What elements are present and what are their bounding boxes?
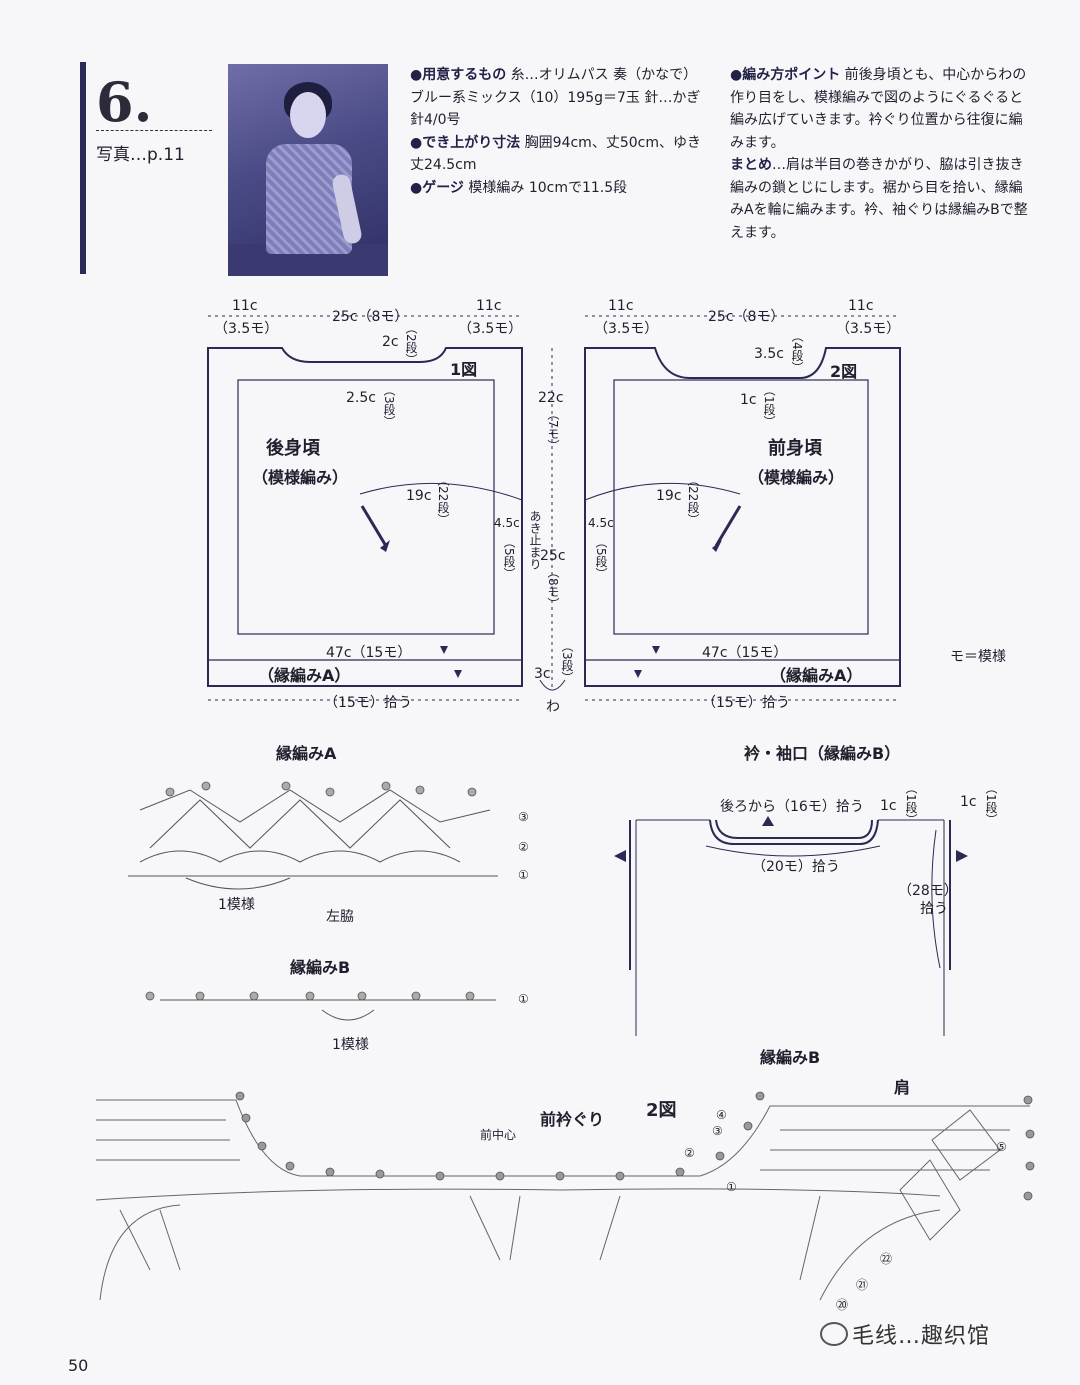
front-side-rows: （5段） bbox=[594, 536, 608, 580]
front-side: 4.5c bbox=[588, 516, 614, 530]
chart-fig: 2図 bbox=[646, 1100, 677, 1121]
front-edging: （縁編みA） bbox=[770, 666, 863, 685]
back-neck-a: 2c bbox=[382, 334, 399, 350]
front-center-rows: （22段） bbox=[686, 474, 700, 526]
front-neck-a-rows: （4段） bbox=[790, 330, 804, 374]
back-side: 4.5c bbox=[494, 516, 520, 530]
chart-neck: 前衿ぐり bbox=[540, 1110, 605, 1129]
sleeve-rows-sub: （1段） bbox=[984, 782, 998, 826]
points-block: ●編み方ポイント 前後身頃とも、中心からわの作り目をし、模様編みで図のようにぐる… bbox=[730, 64, 1030, 244]
chart-row-1: ① bbox=[726, 1180, 737, 1194]
front-bottom: 47c（15モ） bbox=[702, 645, 788, 661]
back-fig-label: 1図 bbox=[450, 360, 478, 379]
mid-edge-rows: （3段） bbox=[560, 640, 574, 684]
photo-reference: 写真…p.11 bbox=[96, 145, 185, 165]
materials-label: ●用意するもの bbox=[410, 67, 507, 83]
front-top-left-sub: （3.5モ） bbox=[594, 321, 659, 337]
neck-sleeve-title: 衿・袖口（縁編みB） bbox=[744, 744, 901, 763]
front-fig-label: 2図 bbox=[830, 362, 858, 381]
chart-row-21: ㉑ bbox=[856, 1278, 869, 1292]
page-number: 50 bbox=[68, 1356, 89, 1375]
edging-a-repeat: 1模様 bbox=[218, 897, 255, 913]
front-top-left: 11c bbox=[608, 298, 634, 314]
front-top-right: 11c bbox=[848, 298, 874, 314]
back-top-right: 11c bbox=[476, 298, 502, 314]
edging-a-side: 左脇 bbox=[326, 909, 354, 925]
back-neck-b: 2.5c bbox=[346, 390, 376, 406]
chart-row-22: ㉒ bbox=[880, 1252, 893, 1266]
neck-back-pickup: 後ろから（16モ）拾う bbox=[720, 799, 864, 815]
mid-lower-rows: （8モ） bbox=[546, 566, 560, 610]
chart-shoulder: 肩 bbox=[894, 1078, 911, 1097]
back-center-rows: （22段） bbox=[436, 474, 450, 526]
chart-center: 前中心 bbox=[480, 1128, 517, 1142]
edging-a-row-1: ① bbox=[518, 868, 529, 882]
points-label: ●編み方ポイント bbox=[730, 67, 841, 83]
neck-rows-sub: （1段） bbox=[904, 782, 918, 826]
back-neck-b-rows: （3段） bbox=[382, 384, 396, 428]
neck-front-pickup: （20モ）拾う bbox=[752, 859, 840, 875]
header-bar bbox=[80, 62, 86, 274]
back-edging: （縁編みA） bbox=[258, 666, 351, 685]
wechat-icon bbox=[820, 1322, 848, 1346]
back-pickup: （15モ）拾う bbox=[324, 695, 412, 711]
front-neck-b-rows: （1段） bbox=[762, 384, 776, 428]
legend: モ＝模様 bbox=[950, 649, 1006, 665]
points-text: 前後身頃とも、中心からわの作り目をし、模様編みで図のようにぐるぐると編み広げてい… bbox=[730, 67, 1027, 151]
sleeve-pickup-sub: 拾う bbox=[920, 901, 948, 917]
chart-row-3: ③ bbox=[712, 1124, 723, 1138]
materials-block: ●用意するもの 糸…オリムパス 奏（かなで） ブルー系ミックス（10）195g＝… bbox=[410, 64, 710, 199]
edging-a-row-3: ③ bbox=[518, 810, 529, 824]
sleeve-pickup: （28モ） bbox=[898, 883, 958, 899]
front-neck-a: 3.5c bbox=[754, 346, 784, 362]
model-photo bbox=[228, 64, 388, 276]
back-top-right-sub: （3.5モ） bbox=[458, 321, 523, 337]
pattern-number: 6. bbox=[96, 70, 153, 134]
back-title: 後身頃 bbox=[266, 438, 320, 459]
finish-text: …肩は半目の巻きかがり、脇は引き抜き編みの鎖とじにします。裾から目を拾い、縁編み… bbox=[730, 157, 1028, 241]
back-bottom: 47c（15モ） bbox=[326, 645, 412, 661]
mid-lower: 25c bbox=[540, 548, 566, 564]
size-text: 胸囲94cm、丈50cm、ゆき丈24.5cm bbox=[410, 134, 701, 174]
edging-b-repeat: 1模様 bbox=[332, 1037, 369, 1053]
front-neck-b: 1c bbox=[740, 392, 757, 408]
front-top-mid: 25c（8モ） bbox=[708, 309, 785, 325]
sleeve-rows: 1c bbox=[960, 794, 977, 810]
gauge-text: 模様編み 10cmで11.5段 bbox=[468, 179, 628, 196]
chart-edging-label: 縁編みB bbox=[760, 1048, 821, 1067]
mid-edge: 3c bbox=[534, 666, 551, 682]
front-title: 前身頃 bbox=[768, 438, 822, 459]
finish-label: まとめ bbox=[730, 157, 772, 173]
neck-rows: 1c bbox=[880, 798, 897, 814]
chart-row-4: ④ bbox=[716, 1108, 727, 1122]
back-neck-a-rows: （2段） bbox=[404, 322, 418, 366]
back-side-rows: （5段） bbox=[502, 536, 516, 580]
front-pickup: （15モ）拾う bbox=[702, 695, 790, 711]
mid-wa: わ bbox=[546, 699, 560, 715]
chart-row-20: ⑳ bbox=[836, 1298, 849, 1312]
mid-upper: 22c bbox=[538, 390, 564, 406]
materials-text: 糸…オリムパス 奏（かなで） ブルー系ミックス（10）195g＝7玉 針…かぎ針… bbox=[410, 67, 701, 128]
back-top-left-sub: （3.5モ） bbox=[214, 321, 279, 337]
chart-row-5: ⑤ bbox=[996, 1140, 1007, 1154]
mid-upper-rows: （7モ） bbox=[546, 408, 560, 452]
back-top-mid: 25c（8モ） bbox=[332, 309, 409, 325]
back-subtitle: （模様編み） bbox=[252, 468, 349, 487]
watermark: 毛线…趣织馆 bbox=[852, 1324, 991, 1349]
back-top-left: 11c bbox=[232, 298, 258, 314]
chart-row-2: ② bbox=[684, 1146, 695, 1160]
header-rule bbox=[96, 130, 212, 131]
front-top-right-sub: （3.5モ） bbox=[836, 321, 901, 337]
back-center: 19c bbox=[406, 488, 432, 504]
front-center: 19c bbox=[656, 488, 682, 504]
size-label: ●でき上がり寸法 bbox=[410, 134, 521, 151]
edging-a-title: 縁編みA bbox=[276, 744, 337, 763]
gauge-label: ●ゲージ bbox=[410, 179, 464, 196]
edging-b-row-1: ① bbox=[518, 992, 529, 1006]
edging-a-row-2: ② bbox=[518, 840, 529, 854]
front-subtitle: （模様編み） bbox=[748, 468, 845, 487]
edging-b-title: 縁編みB bbox=[290, 958, 351, 977]
mid-opening: あき止まり bbox=[528, 510, 542, 570]
